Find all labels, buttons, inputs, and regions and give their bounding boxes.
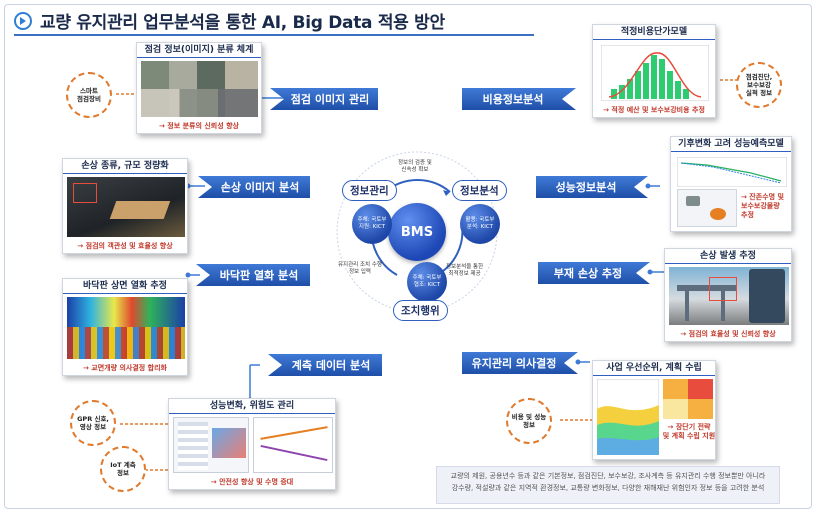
panel-climate-title: 기후변화 고려 성능예측모델	[671, 137, 791, 152]
panel-inspection-foot: → 정보 분류의 신뢰성 향상	[158, 122, 239, 130]
cost-histogram	[601, 45, 709, 101]
panel-climate-foot-line1: → 잔존수명 및	[741, 193, 784, 201]
node-action-line2: 협조: KICT	[413, 282, 441, 288]
banner-measurement-data: 계측 데이터 분석	[268, 354, 382, 376]
panel-priority-foot: → 장단기 전략 및 계획 수립 지원	[661, 423, 717, 441]
callout-smart-equipment: 스마트 점검장비	[66, 72, 112, 118]
label-action: 조치행위	[393, 300, 448, 321]
arc-right-line1: 정보분석을 통한	[446, 264, 484, 270]
priority-matrix	[663, 379, 713, 419]
panel-climate-foot-line3: 추정	[741, 211, 754, 219]
arc-right-text: 정보분석을 통한 최적정보 제공	[446, 264, 483, 278]
banner-cost-analysis: 비용정보분석	[462, 88, 576, 110]
banner-performance-analysis: 성능정보분석	[536, 176, 648, 198]
banner-deck-deterioration: 바닥판 열화 분석	[196, 264, 310, 286]
banner-member-damage: 부재 손상 추정	[538, 262, 650, 284]
panel-damage-quantification: 손상 종류, 규모 정량화 → 점검의 객관성 및 효율성 향상	[62, 158, 188, 254]
arc-top-line2: 신속성 확보	[401, 167, 429, 173]
analysis-note-line1: 교량의 제원, 공용년수 등과 같은 기본정보, 점검진단, 보수보강, 조사계…	[450, 472, 766, 480]
node-info-analysis-line2: 분석: KICT	[466, 224, 494, 230]
banner-decision-making: 유지관리 의사결정	[462, 352, 578, 374]
title-underline	[14, 34, 534, 36]
callout-smart-line1: 스마트	[80, 87, 98, 95]
arc-left-text: 유지관리 조치 수행 정보 입력	[338, 262, 382, 276]
node-action: 주체: 국토부 협조: KICT	[407, 262, 447, 302]
callout-gpr-line2: 영상 정보	[79, 423, 107, 431]
callout-iot-measurement: IoT 계측 정보	[100, 446, 146, 492]
panel-cost-model: 적정비용단가모델 → 적정 예산 및 보수보강비용 추정	[592, 24, 716, 118]
page-title: 교량 유지관리 업무분석을 통한 AI, Big Data 적용 방안	[40, 13, 445, 33]
deck-heatmap	[67, 297, 185, 359]
title-arrow-icon	[14, 11, 32, 30]
banner-inspection-image: 점검 이미지 관리	[270, 88, 378, 110]
node-action-line1: 주체: 국토부	[412, 275, 442, 281]
arc-top-text: 정보의 검증 및 신속성 확보	[398, 160, 432, 174]
node-info-manage-line1: 주체: 국토부	[357, 217, 387, 223]
banner-damage-image: 손상 이미지 분석	[198, 176, 310, 198]
title-bar: 교량 유지관리 업무분석을 통한 AI, Big Data 적용 방안	[14, 8, 445, 33]
node-info-analysis-line1: 활용: 국토부	[465, 217, 495, 223]
damage-photo	[67, 177, 185, 237]
panel-risk-foot: → 안전성 향상 및 수명 증대	[210, 478, 294, 486]
climate-chart	[677, 157, 787, 187]
panel-deck-foot: → 교면개량 의사결정 합리화	[82, 364, 168, 372]
callout-smart-line2: 점검장비	[77, 95, 101, 103]
analysis-note: 교량의 제원, 공용년수 등과 같은 기본정보, 점검진단, 보수보강, 조사계…	[436, 466, 780, 504]
callout-records-line3: 실적 정보	[745, 89, 773, 97]
callout-cost-line1: 비용 및 성능	[511, 413, 547, 421]
bms-core: BMS	[388, 203, 446, 261]
node-info-manage: 주체: 국토부 지원: KICT	[352, 204, 392, 244]
damage-est-photos	[669, 267, 789, 325]
panel-damage-title: 손상 종류, 규모 정량화	[63, 159, 187, 174]
risk-chart-screen	[253, 417, 333, 473]
panel-inspection-classification: 점검 정보(이미지) 분류 체계 → 정보 분류의 신뢰성 향상	[136, 42, 262, 134]
panel-risk-title: 성능변화, 위험도 관리	[169, 399, 335, 414]
panel-priority-foot-line2: 및 계획 수립 지원	[662, 432, 716, 440]
callout-records-line1: 점검진단,	[745, 73, 773, 81]
arc-right-line2: 최적정보 제공	[448, 271, 481, 277]
panel-cost-foot: → 적정 예산 및 보수보강비용 추정	[603, 106, 705, 114]
panel-damage-est-foot: → 점검의 효율성 및 신뢰성 향상	[680, 330, 776, 338]
callout-records-line2: 보수보강	[747, 81, 771, 89]
panel-deck-estimation: 바닥판 상면 열화 추정 → 교면개량 의사결정 합리화	[62, 278, 188, 376]
callout-iot-line1: IoT 계측	[110, 461, 136, 469]
climate-icons	[677, 189, 737, 227]
panel-deck-title: 바닥판 상면 열화 추정	[63, 279, 187, 294]
analysis-note-line2: 강수량, 적설량과 같은 지역적 환경정보, 교통량 변화정보, 다양한 재해재…	[451, 484, 765, 492]
panel-damage-foot: → 점검의 객관성 및 효율성 향상	[77, 242, 173, 250]
panel-priority-plan: 사업 우선순위, 계획 수립 → 장단기 전략 및 계획 수립 지원	[592, 360, 716, 460]
node-info-manage-line2: 지원: KICT	[358, 224, 386, 230]
callout-iot-line2: 정보	[117, 469, 129, 477]
panel-climate-foot: → 잔존수명 및 보수보강물량 추정	[741, 193, 791, 220]
arc-left-line2: 정보 입력	[348, 269, 371, 275]
panel-priority-foot-line1: → 장단기 전략	[667, 423, 711, 431]
panel-priority-title: 사업 우선순위, 계획 수립	[593, 361, 715, 376]
node-info-analysis: 활용: 국토부 분석: KICT	[460, 204, 500, 244]
callout-gpr-line1: GPR 신호,	[77, 415, 109, 423]
panel-climate-model: 기후변화 고려 성능예측모델 → 잔존수명 및 보수보강물량 추정	[670, 136, 792, 232]
panel-cost-title: 적정비용단가모델	[593, 25, 715, 40]
callout-cost-line2: 정보	[523, 421, 535, 429]
panel-inspection-title: 점검 정보(이미지) 분류 체계	[137, 43, 261, 58]
panel-risk-management: 성능변화, 위험도 관리 → 안전성 향상 및 수명 증대	[168, 398, 336, 490]
panel-damage-estimation: 손상 발생 추정 → 점검의 효율성 및 신뢰성 향상	[664, 248, 792, 342]
inspection-photo-grid	[141, 61, 258, 117]
callout-cost-performance: 비용 및 성능 정보	[506, 398, 552, 444]
risk-software-screen	[173, 417, 249, 473]
callout-inspection-records: 점검진단, 보수보강 실적 정보	[736, 62, 782, 108]
priority-area-chart	[597, 379, 659, 455]
label-info-manage: 정보관리	[342, 180, 397, 201]
arc-top-line1: 정보의 검증 및	[398, 160, 432, 166]
panel-climate-foot-line2: 보수보강물량	[741, 202, 780, 210]
label-info-analysis: 정보분석	[452, 180, 507, 201]
arc-left-line1: 유지관리 조치 수행	[338, 262, 382, 268]
callout-gpr-signal: GPR 신호, 영상 정보	[70, 400, 116, 446]
panel-damage-est-title: 손상 발생 추정	[665, 249, 791, 264]
